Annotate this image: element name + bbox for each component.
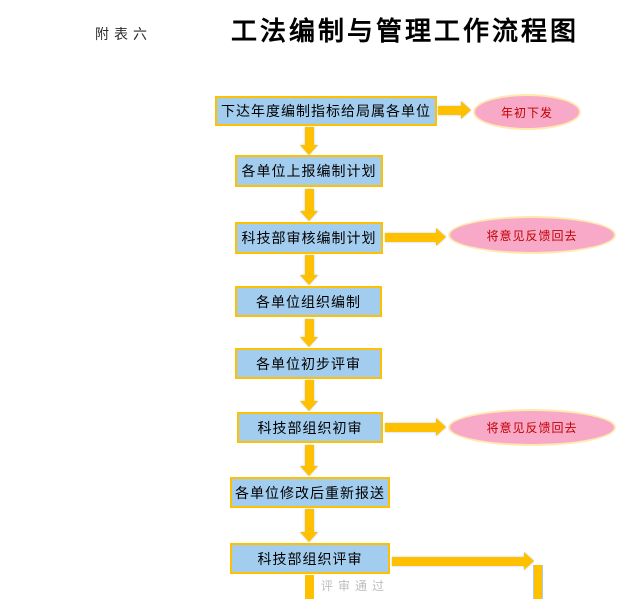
arrow-shaft xyxy=(385,422,436,432)
flow-step-review-plan: 科技部审核编制计划 xyxy=(235,222,383,254)
return-connector-shaft xyxy=(533,565,543,599)
flow-step-report-plan: 各单位上报编制计划 xyxy=(235,155,383,187)
right-arrow-icon xyxy=(385,228,446,246)
arrow-head-icon xyxy=(300,337,318,347)
arrow-shaft xyxy=(385,232,436,242)
arrow-shaft xyxy=(304,319,314,337)
down-arrow-icon xyxy=(300,445,318,476)
arrow-shaft xyxy=(304,127,314,145)
arrow-shaft xyxy=(304,189,314,211)
flow-step-preliminary-review: 各单位初步评审 xyxy=(235,348,382,379)
annotation-ellipse-feedback-2: 将意见反馈回去 xyxy=(448,409,616,446)
down-arrow-icon xyxy=(300,189,318,221)
flow-step-revise-resubmit: 各单位修改后重新报送 xyxy=(230,477,390,508)
flow-step-final-review: 科技部组织评审 xyxy=(230,543,390,574)
arrow-head-icon xyxy=(300,275,318,285)
arrow-shaft xyxy=(304,255,314,275)
arrow-head-icon xyxy=(524,552,534,570)
arrow-head-icon xyxy=(436,228,446,246)
down-arrow-icon xyxy=(300,255,318,285)
down-arrow-icon xyxy=(300,319,318,347)
right-arrow-icon xyxy=(392,552,534,570)
right-arrow-icon xyxy=(385,418,446,436)
flow-step-organize-compile: 各单位组织编制 xyxy=(235,286,382,317)
arrow-head-icon xyxy=(300,145,318,155)
arrow-head-icon xyxy=(300,532,318,542)
arrow-shaft xyxy=(438,105,461,115)
annotation-ellipse-issue-time: 年初下发 xyxy=(473,94,581,130)
flow-step-initial-review: 科技部组织初审 xyxy=(237,412,383,443)
right-arrow-icon xyxy=(438,101,471,119)
arrow-head-icon xyxy=(461,101,471,119)
arrow-head-icon xyxy=(436,418,446,436)
annotation-ellipse-feedback-1: 将意见反馈回去 xyxy=(448,216,616,254)
arrow-shaft xyxy=(304,445,314,466)
arrow-head-icon xyxy=(300,466,318,476)
down-connector-shaft xyxy=(305,575,314,599)
arrow-shaft xyxy=(392,556,524,566)
branch-label: 评审通过 xyxy=(321,579,390,593)
down-arrow-icon xyxy=(300,380,318,411)
arrow-head-icon xyxy=(300,211,318,221)
down-arrow-icon xyxy=(300,127,318,155)
arrow-head-icon xyxy=(300,401,318,411)
page-title: 工法编制与管理工作流程图 xyxy=(231,17,580,46)
flow-step-issue-targets: 下达年度编制指标给局属各单位 xyxy=(215,96,437,126)
down-arrow-icon xyxy=(300,509,318,542)
appendix-label: 附表六 xyxy=(95,28,152,43)
arrow-shaft xyxy=(304,380,314,401)
arrow-shaft xyxy=(304,509,314,532)
